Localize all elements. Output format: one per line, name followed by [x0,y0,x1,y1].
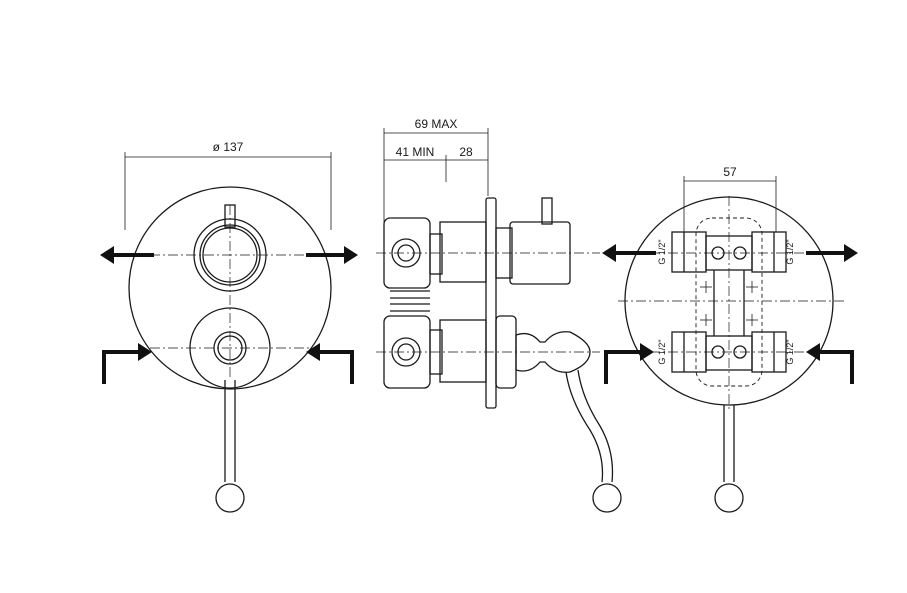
diverter-knob [193,204,267,292]
thread-label-top-left: G 1/2" [657,239,667,264]
plate-offset-label: 28 [459,145,473,159]
side-lever [495,315,622,513]
side-wall-plate [485,197,497,409]
diameter-label: ø 137 [213,140,244,154]
center-distance-dimension: 57 [683,165,777,232]
diameter-dimension: ø 137 [124,140,332,230]
front-view: ø 137 [100,140,358,513]
lever-handle [215,380,245,513]
depth-dimensions: 69 MAX 41 MIN 28 [383,117,489,228]
wall-plate [128,186,332,390]
thread-label-bottom-left: G 1/2" [657,339,667,364]
hidden-body-outline [695,217,763,387]
valve-body [383,217,487,389]
rear-outlet-arrow-left [602,244,656,262]
rear-inlet-arrow-left [604,343,654,384]
rear-view: 57 [602,165,858,513]
side-diverter-knob [495,197,571,285]
thread-label-top-right: G 1/2" [785,239,795,264]
rear-inlet-arrow-right [806,343,854,384]
thread-label-bottom-right: G 1/2" [785,339,795,364]
side-view: 69 MAX 41 MIN 28 [376,117,622,513]
mixer-cartridge [189,307,271,389]
inlet-fittings [391,238,421,367]
depth-min-label: 41 MIN [396,145,435,159]
rear-outlet-arrow-right [806,244,858,262]
inlet-arrow-left [102,343,152,384]
inlet-arrow-right [306,343,354,384]
center-distance-label: 57 [723,165,737,179]
outlet-arrow-right [306,246,358,264]
depth-max-label: 69 MAX [415,117,458,131]
rear-fittings [671,231,787,373]
rear-lever [714,405,744,513]
outlet-arrow-left [100,246,154,264]
